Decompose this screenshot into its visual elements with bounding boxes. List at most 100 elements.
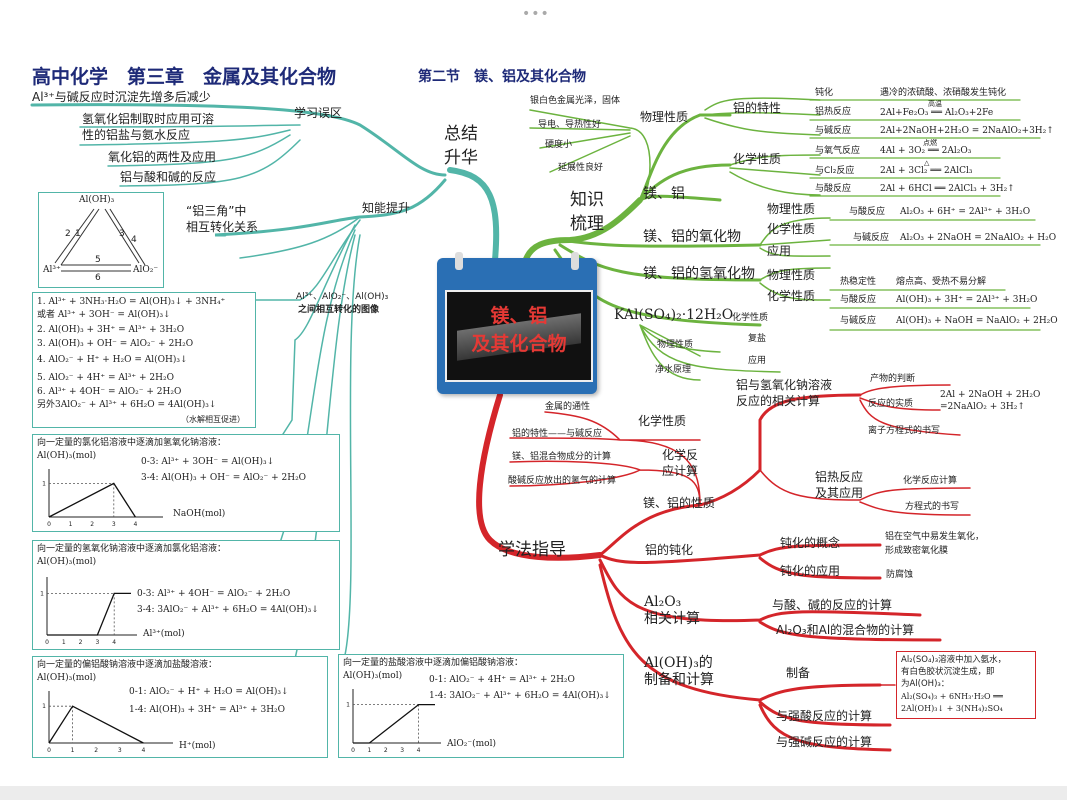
mistake-item-5: 铝与酸和碱的反应: [120, 170, 217, 184]
triangle-title-2: 相互转化关系: [186, 220, 259, 234]
graph-eq1: 0-3: Al³⁺ + 3OH⁻ = Al(OH)₃↓: [141, 457, 275, 467]
oxide-label: 镁、铝的氧化物: [643, 229, 741, 245]
mistake-item-2: 氢氧化铝制取时应用可溶: [82, 112, 215, 126]
prop-chem-label: 化学性质: [638, 414, 687, 428]
y-tick-label: 1: [346, 702, 350, 709]
aloh3-label-2: 制备和计算: [644, 672, 714, 688]
naoh-eq-1: 2Al + 2NaOH + 2H₂O: [940, 390, 1041, 400]
aloh3-prep-detail-4: Al₂(SO₄)₃ + 6NH₃·H₂O ══: [901, 692, 1003, 701]
x-tick-label: 2: [90, 521, 94, 528]
aloh3-base: 与强碱反应的计算: [776, 735, 873, 749]
mistake-item-1: Al³⁺与碱反应时沉淀先增多后减少: [32, 90, 211, 104]
physical-item-3: 硬度小: [545, 140, 573, 150]
x-tick-label: 2: [79, 639, 83, 646]
prop-calc-label-2: 应计算: [662, 464, 699, 478]
graph-eq1: 0-1: AlO₂⁻ + 4H⁺ = Al³⁺ + 2H₂O: [429, 675, 575, 685]
hydroxide-acid-eq: Al(OH)₃ + 3H⁺ = 2Al³⁺ + 3H₂O: [896, 295, 1038, 305]
x-tick-label: 0: [45, 639, 49, 646]
y-tick-label: 1: [42, 703, 46, 710]
window-handle-dots[interactable]: •••: [522, 6, 550, 22]
triangle-n1: 1: [75, 229, 81, 239]
naoh-eq-2: =2NaAlO₂ + 3H₂↑: [940, 402, 1025, 412]
aloh3-prep-detail-2: 有白色胶状沉淀生成，即: [901, 667, 995, 677]
knowledge-root-1: 知识: [570, 190, 604, 210]
x-tick-label: 4: [112, 639, 116, 646]
prop-calc-label-1: 化学反: [662, 448, 699, 462]
graph-series-line: [48, 705, 144, 744]
center-ring-right: [571, 252, 579, 270]
triangle-n3: 3: [119, 229, 125, 239]
methods-root: 学法指导: [498, 540, 566, 560]
al-prop-name-3: 与碱反应: [815, 126, 852, 136]
chem-name-2: 与Cl₂反应: [815, 166, 855, 176]
equation-box: 1. Al³⁺ + 3NH₃·H₂O = Al(OH)₃↓ + 3NH₄⁺ 或者…: [32, 292, 256, 428]
graph-box-4: 向一定量的盐酸溶液中逐滴加偏铝酸钠溶液： Al(OH)₃(mol) 0-1: A…: [338, 654, 624, 758]
x-tick-label: 4: [141, 747, 145, 754]
aloh3-prep-detail-1: Al₂(SO₄)₃溶液中加入氨水，: [901, 655, 1007, 665]
graph-caption: 向一定量的盐酸溶液中逐滴加偏铝酸钠溶液：: [343, 658, 524, 668]
hydroxide-item-2: 化学性质: [767, 289, 816, 303]
aloh3-acid: 与强酸反应的计算: [776, 709, 873, 723]
center-topic: 镁、铝 及其化合物: [437, 252, 597, 394]
passivation-concept-detail-1: 铝在空气中易发生氧化，: [885, 532, 985, 542]
al-props-label: 铝的特性: [733, 101, 782, 115]
triangle-n2: 2: [65, 229, 71, 239]
bottom-scroll-area[interactable]: [0, 786, 1067, 800]
y-tick-label: 1: [40, 590, 44, 597]
equation-note: （水解相互促进）: [181, 415, 245, 424]
al2o3-label-2: 相关计算: [644, 611, 700, 627]
graph-caption: 向一定量的偏铝酸钠溶液中逐滴加盐酸溶液：: [37, 660, 218, 670]
oxide-item-2: 化学性质: [767, 222, 816, 236]
oxide-acid-label: 与酸反应: [849, 207, 886, 217]
aloh3-label-1: Al(OH)₃的: [644, 655, 713, 671]
thermite-label-2: 及其应用: [815, 486, 864, 500]
alum-item-5: 净水原理: [655, 365, 692, 375]
equation-6: 6. Al³⁺ + 4OH⁻ = AlO₂⁻ + 2H₂O: [37, 387, 182, 397]
graph-xlabel: AlO₂⁻(mol): [447, 739, 496, 749]
image-title-2: 之间相互转化的图像: [298, 305, 380, 315]
chem-cond-2: △: [924, 159, 930, 167]
prop-calc-item-1: 镁、铝混合物成分的计算: [512, 452, 612, 462]
x-tick-label: 0: [351, 747, 355, 754]
knowledge-root-2: 梳理: [570, 214, 604, 234]
alum-item-1: 化学性质: [732, 313, 769, 323]
al-prop-detail-1: 遇冷的浓硫酸、浓硝酸发生钝化: [880, 88, 1007, 98]
oxide-item-1: 物理性质: [767, 202, 816, 216]
triangle-diagram: [54, 208, 146, 272]
passivation-concept: 钝化的概念: [780, 536, 841, 550]
equation-5: 5. AlO₂⁻ + 4H⁺ = Al³⁺ + 2H₂O: [37, 373, 174, 383]
prop-chem-item-1: 金属的通性: [545, 402, 591, 412]
oxide-base-label: 与碱反应: [853, 233, 890, 243]
triangle-right: AlO₂⁻: [133, 265, 159, 275]
page-title: 高中化学 第三章 金属及其化合物: [32, 66, 337, 88]
prop-calc-item-2: 酸碱反应放出的氢气的计算: [508, 476, 617, 486]
physical-item-4: 延展性良好: [558, 163, 604, 173]
chem-detail-3: 2Al + 6HCl ══ 2AlCl₃ + 3H₂↑: [880, 184, 1015, 194]
graph-ylabel: Al(OH)₃(mol): [37, 673, 97, 683]
equation-1b: 或者 Al³⁺ + 3OH⁻ = Al(OH)₃↓: [37, 310, 171, 320]
passivation-concept-detail-2: 形成致密氧化膜: [885, 546, 949, 556]
summary-root-2: 升华: [444, 148, 478, 168]
hydroxide-acid-label: 与酸反应: [840, 295, 877, 305]
graph-xlabel: H⁺(mol): [179, 741, 216, 751]
x-tick-label: 4: [417, 747, 421, 754]
al2o3-item-1: 与酸、碱的反应的计算: [772, 598, 893, 612]
x-tick-label: 3: [95, 639, 99, 646]
x-tick-label: 1: [71, 747, 75, 754]
hydroxide-label: 镁、铝的氢氧化物: [643, 266, 755, 282]
aloh3-prep-detail-5: 2Al(OH)₃↓ + 3(NH₄)₂SO₄: [901, 704, 1003, 713]
graph-xlabel: NaOH(mol): [173, 509, 226, 519]
graph-ylabel: Al(OH)₃(mol): [37, 451, 97, 461]
graph-caption: 向一定量的氢氧化钠溶液中逐滴加氯化铝溶液：: [37, 544, 227, 554]
alum-label: KAl(SO₄)₂·12H₂O: [614, 307, 734, 323]
chem-name-1: 与氧气反应: [815, 146, 861, 156]
al2o3-item-2: Al₂O₃和Al的混合物的计算: [776, 623, 915, 637]
passivation-label: 铝的钝化: [645, 543, 694, 557]
y-tick-label: 1: [42, 480, 46, 487]
oxide-acid-eq: Al₂O₃ + 6H⁺ = 2Al³⁺ + 3H₂O: [900, 207, 1031, 217]
aloh3-prep-detail-3: 为Al(OH)₃：: [901, 679, 950, 689]
